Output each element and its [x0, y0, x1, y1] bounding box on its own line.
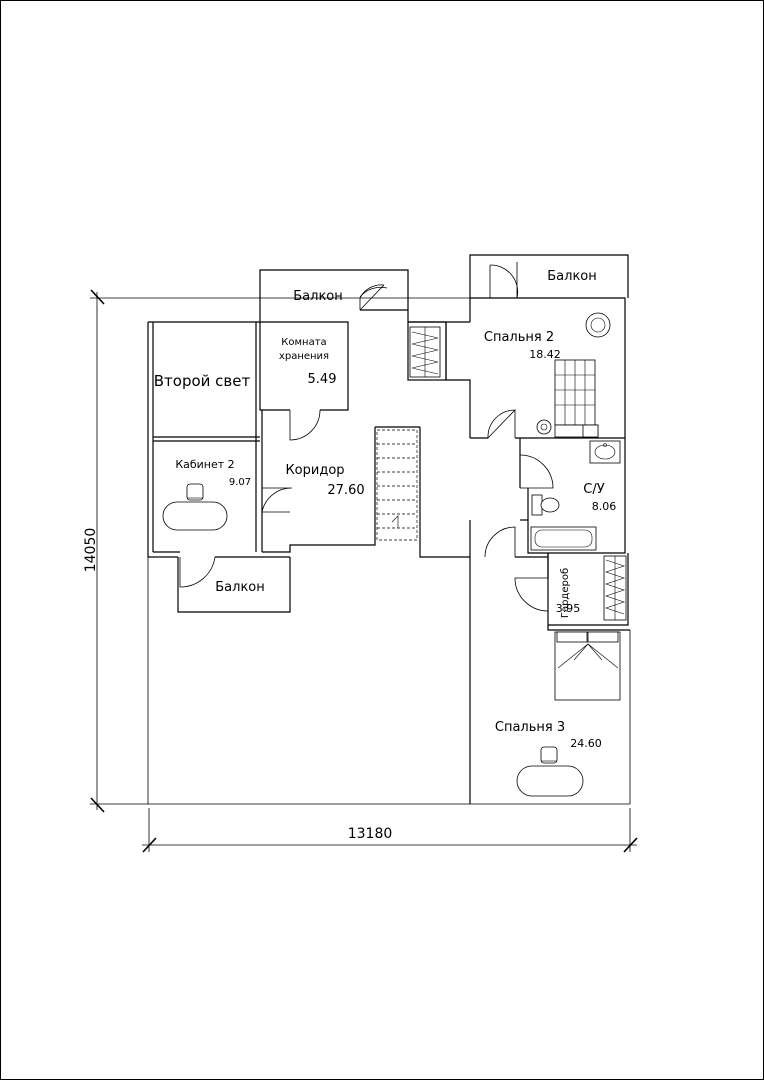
- armchair-icon: [585, 312, 611, 338]
- label-second-light: Второй свет: [154, 372, 251, 390]
- stairs: [376, 429, 418, 541]
- label-office2: Кабинет 2: [175, 458, 234, 471]
- doors: [179, 262, 554, 612]
- label-storage-area: 5.49: [308, 372, 337, 387]
- label-bedroom3-area: 24.60: [570, 737, 602, 750]
- sink-icon: [589, 440, 621, 464]
- label-wardrobe: Гардероб: [560, 568, 571, 618]
- office-desk-icon: [162, 483, 228, 531]
- dimension-width: 13180: [348, 826, 393, 842]
- label-balcony-top-left: Балкон: [293, 289, 343, 304]
- label-corridor-area: 27.60: [327, 483, 364, 498]
- label-bedroom3: Спальня 3: [495, 720, 565, 735]
- label-corridor: Коридор: [285, 463, 344, 478]
- label-storage-line2: хранения: [279, 351, 329, 362]
- label-bathroom: С/У: [583, 482, 604, 497]
- bedroom3-bed-icon: [554, 631, 621, 701]
- wardrobe-corridor-icon: [409, 326, 441, 378]
- label-bedroom2-area: 18.42: [529, 348, 561, 361]
- wardrobe-room-cabinet-icon: [603, 555, 627, 621]
- label-bathroom-area: 8.06: [592, 500, 617, 513]
- label-balcony-top-right: Балкон: [547, 269, 597, 284]
- label-balcony-bottom: Балкон: [215, 580, 265, 595]
- dimension-height: 14050: [83, 528, 99, 573]
- label-storage-line1: Комната: [281, 337, 326, 348]
- bathtub-icon: [530, 526, 597, 551]
- label-office2-area: 9.07: [229, 477, 251, 488]
- bedroom2-bed-icon: [536, 359, 599, 438]
- bedroom3-desk-icon: [516, 746, 584, 797]
- toilet-icon: [531, 494, 560, 516]
- label-bedroom2: Спальня 2: [484, 330, 554, 345]
- label-wardrobe-area: 3.95: [556, 602, 581, 615]
- dimension-lines: [90, 289, 638, 853]
